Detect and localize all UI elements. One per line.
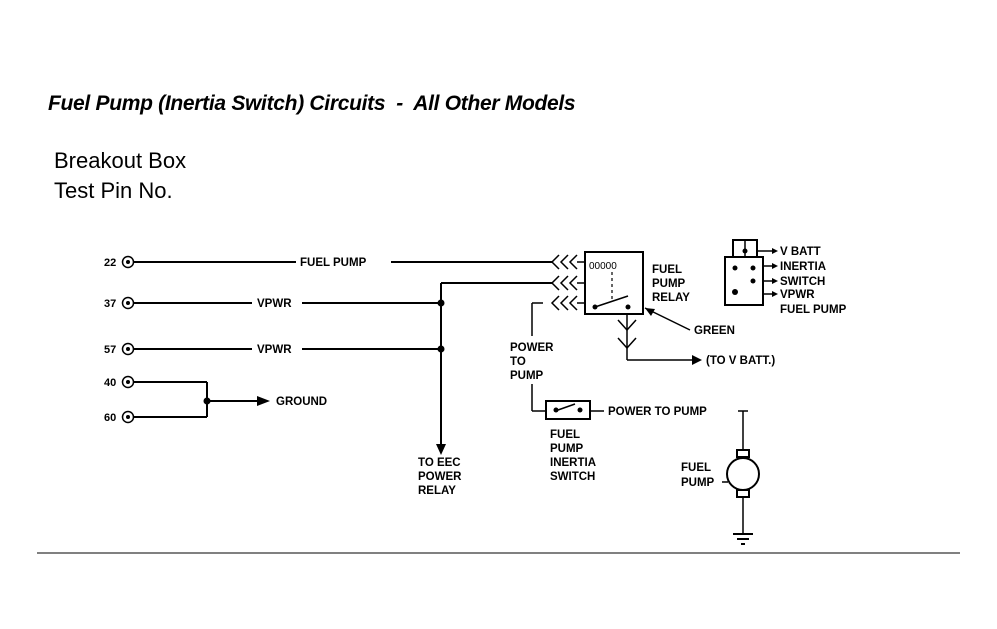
breakout-box-heading: Breakout Box	[54, 148, 187, 173]
ground-circuit: GROUND	[134, 381, 327, 418]
pump-motor-label-2: PUMP	[681, 477, 715, 489]
relay-label-2: PUMP	[652, 278, 686, 290]
vpwr-wire-37: VPWR	[134, 282, 552, 310]
eec-relay-label-1: TO EEC	[418, 457, 461, 469]
green-lead: GREEN	[644, 307, 735, 337]
pin-60-number: 60	[104, 412, 116, 424]
pinout-switch: SWITCH	[780, 276, 825, 288]
ground-label: GROUND	[276, 396, 327, 408]
pin-37-number: 37	[104, 298, 116, 310]
eec-relay-label-3: RELAY	[418, 485, 456, 497]
inertia-switch: FUEL PUMP INERTIA SWITCH	[545, 400, 596, 483]
vpwr-37-label: VPWR	[257, 298, 292, 310]
pinout-vpwr: VPWR	[780, 289, 815, 301]
relay-pinout: V BATT INERTIA SWITCH VPWR FUEL PUMP	[724, 239, 847, 316]
green-label: GREEN	[694, 325, 735, 337]
power-to-pump-left-1: POWER	[510, 342, 554, 354]
diagram-title: Fuel Pump (Inertia Switch) Circuits - Al…	[48, 92, 576, 115]
fuel-pump-wire-label: FUEL PUMP	[300, 257, 367, 269]
pump-motor-circuit: POWER TO PUMP FUEL PUMP	[590, 406, 760, 545]
power-to-pump-left-3: PUMP	[510, 370, 544, 382]
relay-label-3: RELAY	[652, 292, 690, 304]
pin-22-number: 22	[104, 257, 116, 269]
power-to-pump-lead: POWER TO PUMP	[510, 302, 554, 412]
inertia-switch-label-2: PUMP	[550, 443, 584, 455]
eec-relay-feed: TO EEC POWER RELAY	[418, 303, 462, 497]
relay-connector	[550, 254, 585, 311]
pinout-inertia: INERTIA	[780, 261, 826, 273]
fuel-pump-wire: FUEL PUMP	[134, 257, 552, 269]
vbatt-lead: (TO V BATT.)	[617, 314, 775, 367]
pinout-fuel-pump: FUEL PUMP	[780, 304, 847, 316]
pin-40: 40	[104, 375, 135, 389]
power-to-pump-right: POWER TO PUMP	[608, 406, 707, 418]
relay-coil-number: 00000	[589, 261, 617, 272]
pin-57-number: 57	[104, 344, 116, 356]
power-to-pump-left-2: TO	[510, 356, 526, 368]
pinout-vbatt: V BATT	[780, 246, 821, 258]
test-pin-heading: Test Pin No.	[54, 178, 173, 203]
vpwr-wire-57: VPWR	[134, 344, 445, 356]
relay-label-1: FUEL	[652, 264, 682, 276]
pin-22: 22	[104, 255, 135, 269]
pin-57: 57	[104, 342, 135, 356]
pin-40-number: 40	[104, 377, 116, 389]
eec-relay-label-2: POWER	[418, 471, 462, 483]
inertia-switch-label-4: SWITCH	[550, 471, 595, 483]
to-vbatt-label: (TO V BATT.)	[706, 355, 775, 367]
pin-37: 37	[104, 296, 135, 310]
pump-motor-label-1: FUEL	[681, 462, 711, 474]
pin-60: 60	[104, 410, 135, 424]
inertia-switch-label-3: INERTIA	[550, 457, 596, 469]
fuel-pump-relay: 00000 FUEL PUMP RELAY	[584, 251, 690, 315]
inertia-switch-label-1: FUEL	[550, 429, 580, 441]
vpwr-57-label: VPWR	[257, 344, 292, 356]
